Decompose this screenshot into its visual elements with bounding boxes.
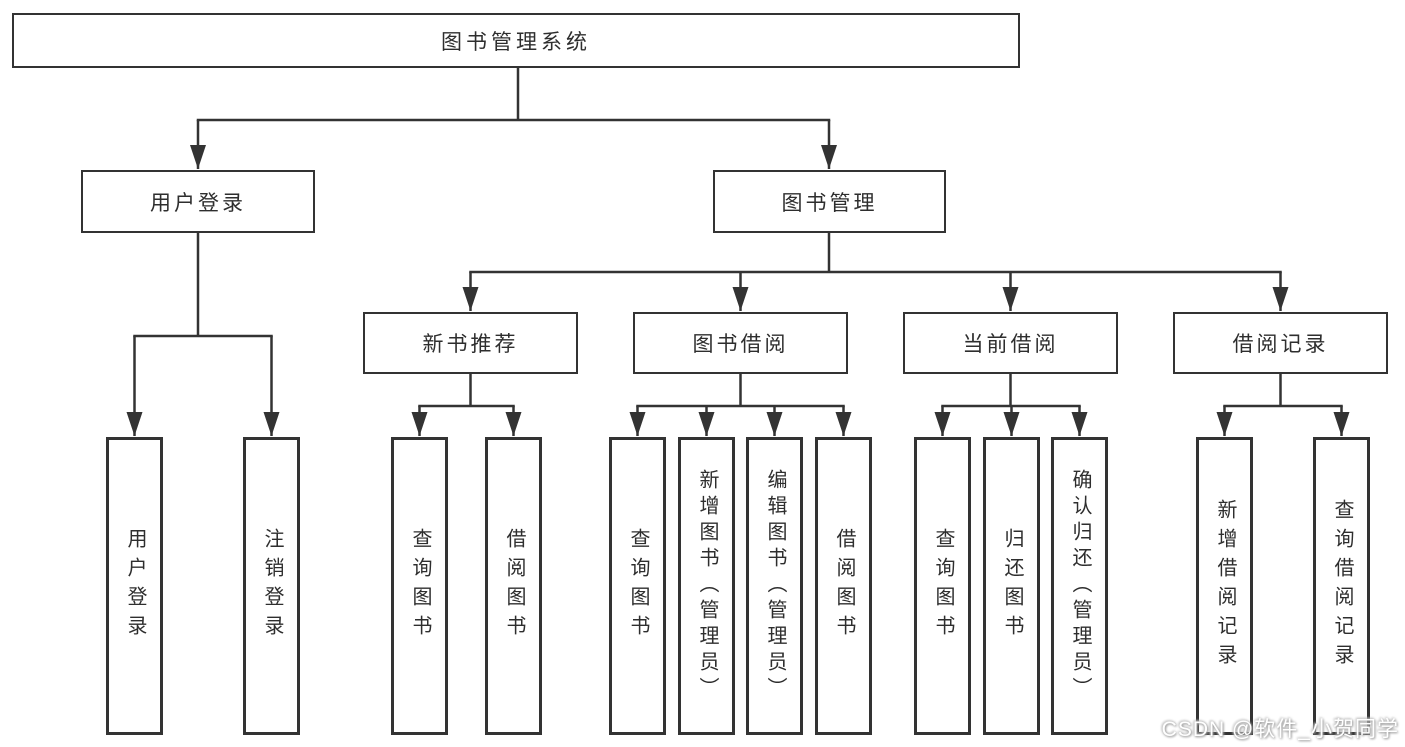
- leaf-borrow-books-1-label: 借阅图书: [503, 528, 525, 644]
- leaf-confirm-return: 确认归还（管理员）: [1051, 437, 1108, 735]
- node-borrow-records-label: 借阅记录: [1232, 333, 1329, 356]
- leaf-return-books-label: 归还图书: [1001, 528, 1023, 644]
- node-book-management-label: 图书管理: [781, 191, 878, 215]
- leaf-user-login-label: 用户登录: [124, 528, 146, 644]
- leaf-query-books-2: 查询图书: [609, 437, 666, 735]
- leaf-return-books: 归还图书: [983, 437, 1040, 735]
- leaf-edit-books: 编辑图书（管理员）: [746, 437, 803, 735]
- leaf-logout-label: 注销登录: [261, 528, 283, 644]
- leaf-query-books-3: 查询图书: [914, 437, 971, 735]
- node-new-book-recommend-label: 新书推荐: [422, 333, 519, 356]
- node-current-borrow: 当前借阅: [903, 312, 1118, 374]
- leaf-add-borrow-record: 新增借阅记录: [1196, 437, 1253, 735]
- leaf-query-books-1-label: 查询图书: [409, 528, 431, 644]
- leaf-user-login: 用户登录: [106, 437, 163, 735]
- leaf-logout: 注销登录: [243, 437, 300, 735]
- leaf-add-borrow-record-label: 新增借阅记录: [1214, 499, 1236, 673]
- node-book-borrow: 图书借阅: [633, 312, 848, 374]
- node-root-label: 图书管理系统: [441, 30, 591, 54]
- leaf-confirm-return-label: 确认归还（管理员）: [1069, 469, 1091, 703]
- leaf-add-books-label: 新增图书（管理员）: [696, 469, 718, 703]
- leaf-add-books: 新增图书（管理员）: [678, 437, 735, 735]
- watermark: CSDN @软件_小贺同学: [1161, 718, 1399, 741]
- node-book-borrow-label: 图书借阅: [692, 333, 789, 356]
- node-book-management: 图书管理: [713, 170, 946, 233]
- node-root: 图书管理系统: [12, 13, 1020, 68]
- node-current-borrow-label: 当前借阅: [962, 333, 1059, 356]
- leaf-edit-books-label: 编辑图书（管理员）: [764, 469, 786, 703]
- node-user-login-label: 用户登录: [150, 191, 246, 215]
- leaf-query-books-1: 查询图书: [391, 437, 448, 735]
- node-new-book-recommend: 新书推荐: [363, 312, 578, 374]
- node-user-login: 用户登录: [81, 170, 315, 233]
- leaf-borrow-books-2-label: 借阅图书: [833, 528, 855, 644]
- leaf-borrow-books-2: 借阅图书: [815, 437, 872, 735]
- leaf-query-books-3-label: 查询图书: [932, 528, 954, 644]
- leaf-query-borrow-record: 查询借阅记录: [1313, 437, 1370, 735]
- leaf-borrow-books-1: 借阅图书: [485, 437, 542, 735]
- leaf-query-borrow-record-label: 查询借阅记录: [1331, 499, 1353, 673]
- node-borrow-records: 借阅记录: [1173, 312, 1388, 374]
- leaf-query-books-2-label: 查询图书: [627, 528, 649, 644]
